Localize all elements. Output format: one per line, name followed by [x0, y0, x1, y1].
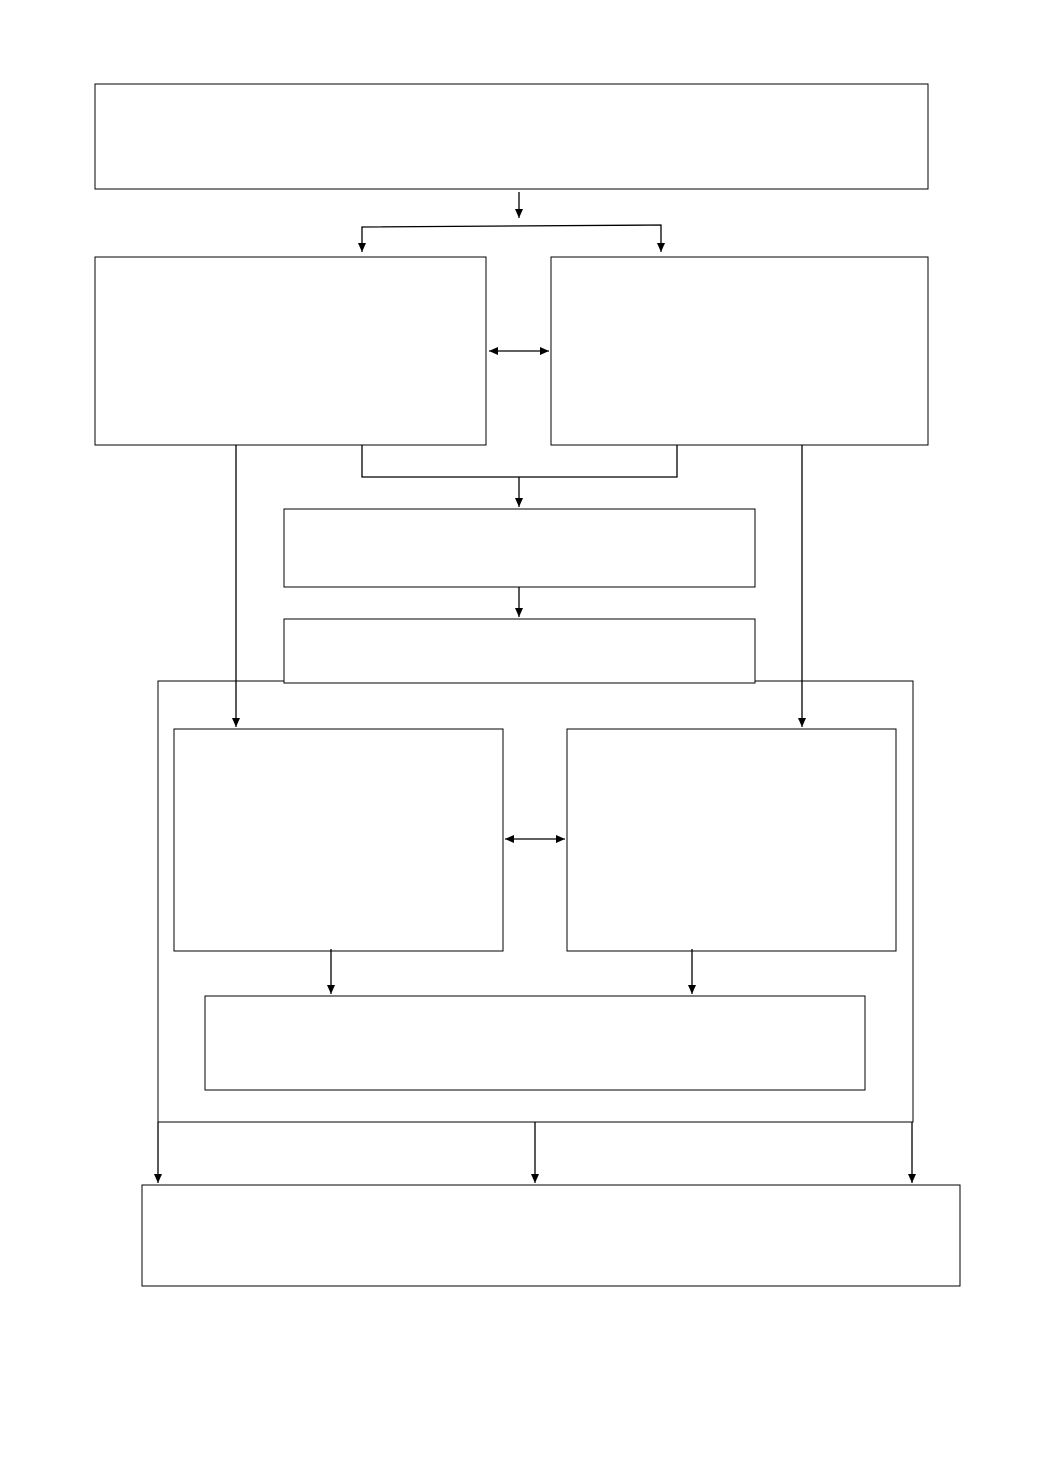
inner-bottom-box — [204, 995, 866, 1091]
middle-box-2 — [283, 618, 756, 684]
merge-connector — [361, 445, 678, 478]
top-box — [94, 83, 929, 190]
middle-box-1 — [283, 508, 756, 588]
left-lower-box — [173, 728, 504, 952]
right-lower-box — [566, 728, 897, 952]
right-upper-box — [550, 256, 929, 446]
left-upper-box — [94, 256, 487, 446]
bottom-box — [141, 1184, 961, 1287]
split-connector — [358, 224, 665, 252]
